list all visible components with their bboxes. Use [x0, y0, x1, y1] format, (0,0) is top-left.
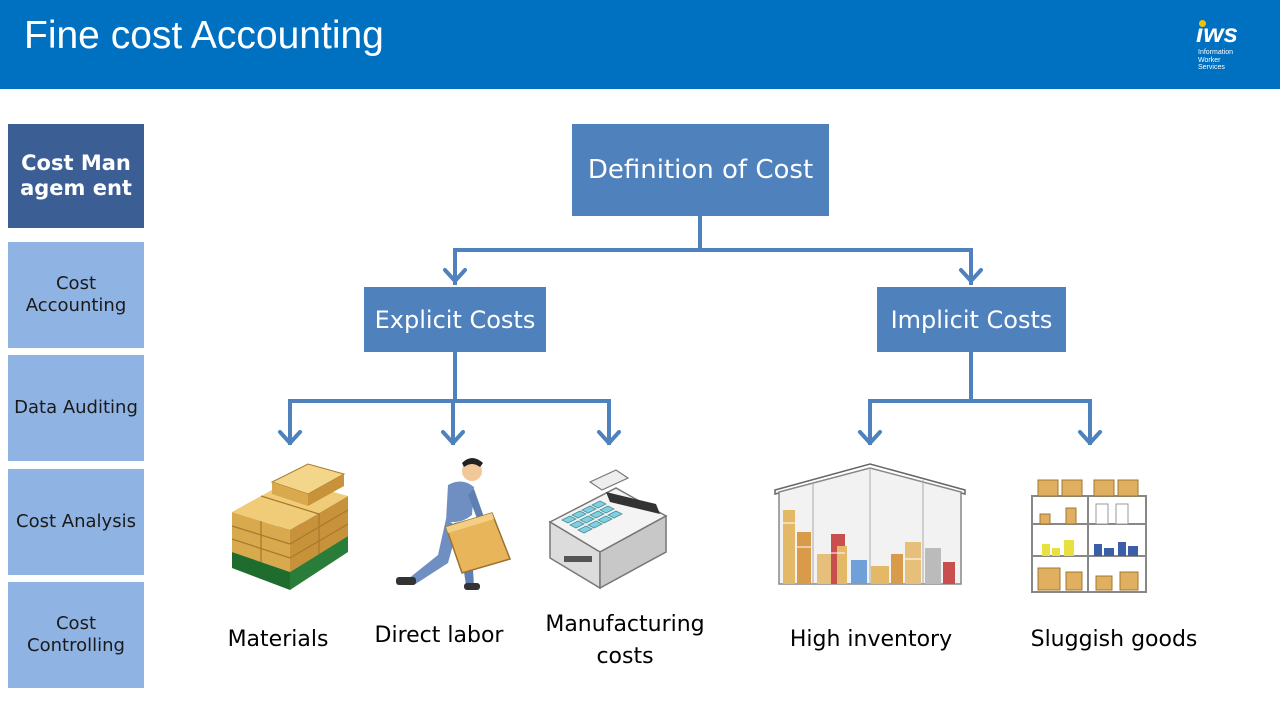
- calculator-machine-icon: [548, 469, 668, 590]
- sidebar-item-label: Cost Managem ent: [20, 151, 132, 200]
- warehouse-icon: [774, 463, 966, 585]
- arrow-head: [858, 430, 882, 445]
- logo-subtitle: Information Worker Services: [1198, 49, 1234, 71]
- node-implicit-costs: Implicit Costs: [877, 287, 1066, 352]
- sidebar-item-label: Data Auditing: [14, 397, 138, 418]
- label-high-inventory: High inventory: [789, 627, 953, 652]
- sidebar-item-label: Cost Accounting: [25, 273, 127, 316]
- root-connector: [453, 214, 973, 285]
- node-explicit-costs: Explicit Costs: [364, 287, 546, 352]
- label-materials: Materials: [227, 627, 329, 652]
- arrow-head: [278, 430, 302, 445]
- sidebar-item-cost-controlling[interactable]: Cost Controlling: [8, 582, 144, 688]
- arrow-head: [597, 430, 621, 445]
- label-manufacturing-costs: Manufacturing costs: [545, 612, 705, 669]
- shelf-rack-icon: [1031, 479, 1147, 593]
- sidebar-item-cost-management[interactable]: Cost Managem ent: [8, 124, 144, 228]
- sidebar-item-label: Cost Controlling: [27, 613, 125, 656]
- sidebar-item-cost-accounting[interactable]: Cost Accounting: [8, 242, 144, 348]
- worker-carrying-box-icon: [396, 458, 511, 590]
- label-sluggish-goods: Sluggish goods: [1030, 627, 1198, 652]
- header-bar: Fine cost Accounting iws Information Wor…: [0, 0, 1280, 89]
- arrow-head: [443, 268, 467, 283]
- iws-logo: iws Information Worker Services: [1196, 20, 1266, 80]
- pallet-boxes-icon: [231, 463, 349, 590]
- node-definition-of-cost: Definition of Cost: [572, 124, 829, 216]
- label-direct-labor: Direct labor: [374, 623, 504, 648]
- implicit-connector: [868, 350, 1092, 445]
- arrow-head: [1078, 430, 1102, 445]
- sidebar-item-cost-analysis[interactable]: Cost Analysis: [8, 469, 144, 575]
- sidebar-item-data-auditing[interactable]: Data Auditing: [8, 355, 144, 461]
- explicit-connector: [288, 350, 611, 445]
- arrow-head: [441, 430, 465, 445]
- page-title: Fine cost Accounting: [24, 14, 384, 57]
- sidebar-item-label: Cost Analysis: [16, 511, 136, 532]
- arrow-head: [959, 268, 983, 283]
